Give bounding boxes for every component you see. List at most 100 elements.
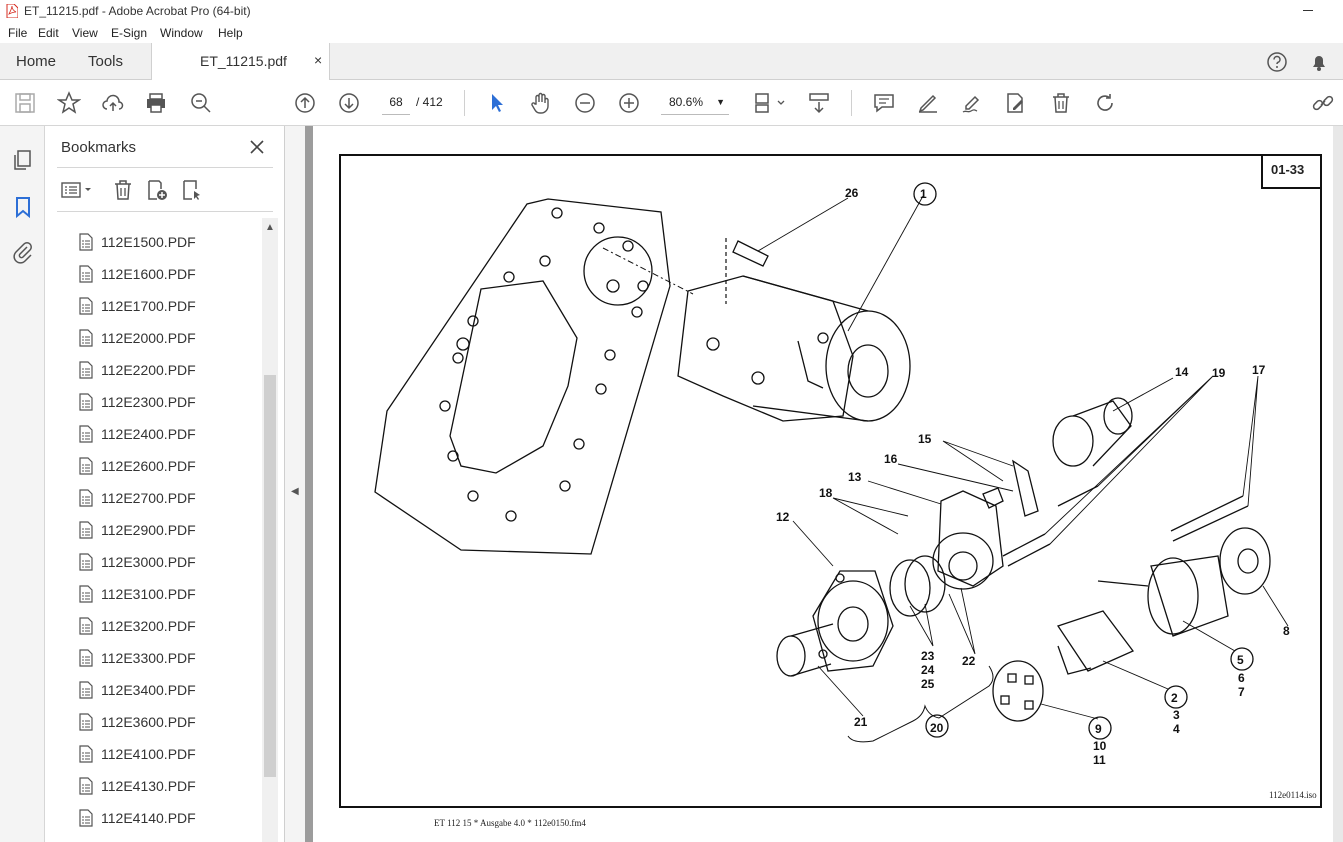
callout-2: 2 xyxy=(1171,691,1178,705)
bookmark-item[interactable]: 112E2000.PDF xyxy=(77,326,257,350)
bookmark-item[interactable]: 112E3400.PDF xyxy=(77,678,257,702)
toolbar-divider xyxy=(851,90,852,116)
scroll-up-icon[interactable]: ▲ xyxy=(265,222,275,233)
bookmark-item[interactable]: 112E4100.PDF xyxy=(77,742,257,766)
page-footer: ET 112 15 * Ausgabe 4.0 * 112e0150.fm4 xyxy=(434,818,586,828)
bookmark-item[interactable]: 112E3300.PDF xyxy=(77,646,257,670)
bookmarks-panel-icon[interactable] xyxy=(11,195,35,219)
bookmark-options-icon[interactable] xyxy=(59,178,95,202)
callout-22: 22 xyxy=(962,654,976,668)
tab-document-label: ET_11215.pdf xyxy=(200,53,287,69)
bookmark-page-icon xyxy=(79,649,93,667)
bookmark-label: 112E3400.PDF xyxy=(101,682,196,698)
comment-icon[interactable] xyxy=(872,91,896,115)
page-thumbnails-icon[interactable] xyxy=(11,148,35,172)
bookmark-label: 112E3300.PDF xyxy=(101,650,196,666)
page-up-icon[interactable] xyxy=(293,91,317,115)
zoom-out-icon[interactable] xyxy=(573,91,597,115)
bookmarks-title: Bookmarks xyxy=(61,139,137,156)
bookmark-page-icon xyxy=(79,233,93,251)
bookmark-list: 112E1500.PDF 112E1600.PDF 112E1700.PDF 112E… xyxy=(45,226,263,842)
close-icon[interactable] xyxy=(248,138,266,156)
zoom-level-select[interactable]: 80.6%▼ xyxy=(661,91,729,115)
rotate-redo-icon[interactable] xyxy=(1093,91,1117,115)
bookmark-label: 112E2000.PDF xyxy=(101,330,196,346)
bookmark-page-icon xyxy=(79,521,93,539)
delete-trash-icon[interactable] xyxy=(1049,91,1073,115)
bookmark-page-icon xyxy=(79,553,93,571)
print-icon[interactable] xyxy=(144,91,168,115)
scroll-mode-icon[interactable] xyxy=(807,91,831,115)
tab-close-icon[interactable]: × xyxy=(314,52,323,68)
document-viewport[interactable]: 01-33 112e0114.iso ET 112 15 * Ausgabe 4… xyxy=(305,126,1343,842)
bookmark-star-icon[interactable] xyxy=(57,91,81,115)
select-cursor-icon[interactable] xyxy=(485,91,509,115)
bookmark-item[interactable]: 112E3100.PDF xyxy=(77,582,257,606)
bookmark-item[interactable]: 112E3600.PDF xyxy=(77,710,257,734)
sign-icon[interactable] xyxy=(960,91,984,115)
minimize-button[interactable] xyxy=(1296,4,1326,18)
zoom-in-icon[interactable] xyxy=(617,91,641,115)
notification-bell-icon[interactable] xyxy=(1308,51,1330,73)
bookmark-item[interactable]: 112E2300.PDF xyxy=(77,390,257,414)
share-link-icon[interactable] xyxy=(1311,91,1335,115)
bookmark-item[interactable]: 112E3000.PDF xyxy=(77,550,257,574)
menu-esign[interactable]: E-Sign xyxy=(111,26,148,40)
bookmark-label: 112E4140.PDF xyxy=(101,810,196,826)
bookmark-item[interactable]: 112E2700.PDF xyxy=(77,486,257,510)
menu-bar: File Edit View E-Sign Window Help xyxy=(0,22,1343,43)
new-bookmark-icon[interactable] xyxy=(145,178,169,202)
upload-cloud-icon[interactable] xyxy=(101,91,125,115)
menu-help[interactable]: Help xyxy=(218,26,243,40)
collapse-left-icon[interactable]: ◀ xyxy=(291,486,299,497)
bookmark-label: 112E2200.PDF xyxy=(101,362,196,378)
bookmark-item[interactable]: 112E1600.PDF xyxy=(77,262,257,286)
page-down-icon[interactable] xyxy=(337,91,361,115)
exploded-parts-drawing xyxy=(339,154,1322,808)
callout-19: 19 xyxy=(1212,366,1226,380)
bookmark-item[interactable]: 112E2400.PDF xyxy=(77,422,257,446)
bookmark-item[interactable]: 112E2900.PDF xyxy=(77,518,257,542)
highlight-pen-icon[interactable] xyxy=(916,91,940,115)
page-number-input[interactable]: 68 xyxy=(382,91,410,115)
bookmark-label: 112E2600.PDF xyxy=(101,458,196,474)
menu-view[interactable]: View xyxy=(72,26,98,40)
bookmark-item[interactable]: 112E1700.PDF xyxy=(77,294,257,318)
callout-24: 24 xyxy=(921,663,935,677)
delete-bookmark-icon[interactable] xyxy=(111,178,135,202)
hand-tool-icon[interactable] xyxy=(529,91,553,115)
menu-window[interactable]: Window xyxy=(160,26,203,40)
bookmark-item[interactable]: 112E4130.PDF xyxy=(77,774,257,798)
edit-pdf-icon[interactable] xyxy=(1004,91,1028,115)
callout-21: 21 xyxy=(854,715,868,729)
bookmark-label: 112E3100.PDF xyxy=(101,586,196,602)
bookmark-scrollbar[interactable]: ▲ xyxy=(262,218,278,842)
title-bar: ET_11215.pdf - Adobe Acrobat Pro (64-bit… xyxy=(0,0,1343,22)
document-scrollbar[interactable] xyxy=(1333,126,1343,842)
bookmark-item[interactable]: 112E2600.PDF xyxy=(77,454,257,478)
bookmark-page-icon xyxy=(79,297,93,315)
zoom-level-value: 80.6% xyxy=(669,95,704,109)
panel-divider xyxy=(57,211,273,212)
menu-file[interactable]: File xyxy=(8,26,28,40)
zoom-search-icon[interactable] xyxy=(189,91,213,115)
tab-tools[interactable]: Tools xyxy=(88,53,124,70)
bookmark-item[interactable]: 112E4140.PDF xyxy=(77,806,257,830)
find-bookmark-icon[interactable] xyxy=(180,178,204,202)
bookmark-item[interactable]: 112E3200.PDF xyxy=(77,614,257,638)
bookmark-item[interactable]: 112E1500.PDF xyxy=(77,230,257,254)
bookmark-item[interactable]: 112E2200.PDF xyxy=(77,358,257,382)
tab-document[interactable]: ET_11215.pdf × xyxy=(151,43,330,80)
attachments-paperclip-icon[interactable] xyxy=(11,240,35,264)
figure-id: 112e0114.iso xyxy=(1269,790,1317,800)
bookmark-page-icon xyxy=(79,681,93,699)
scrollbar-thumb[interactable] xyxy=(264,375,276,777)
callout-6: 6 xyxy=(1238,671,1245,685)
menu-edit[interactable]: Edit xyxy=(38,26,59,40)
bookmark-label: 112E3200.PDF xyxy=(101,618,196,634)
help-icon[interactable] xyxy=(1266,51,1288,73)
save-icon[interactable] xyxy=(13,91,37,115)
tab-home[interactable]: Home xyxy=(16,53,57,70)
panel-collapse-strip[interactable]: ◀ xyxy=(285,126,305,842)
fit-page-icon[interactable] xyxy=(752,91,788,115)
